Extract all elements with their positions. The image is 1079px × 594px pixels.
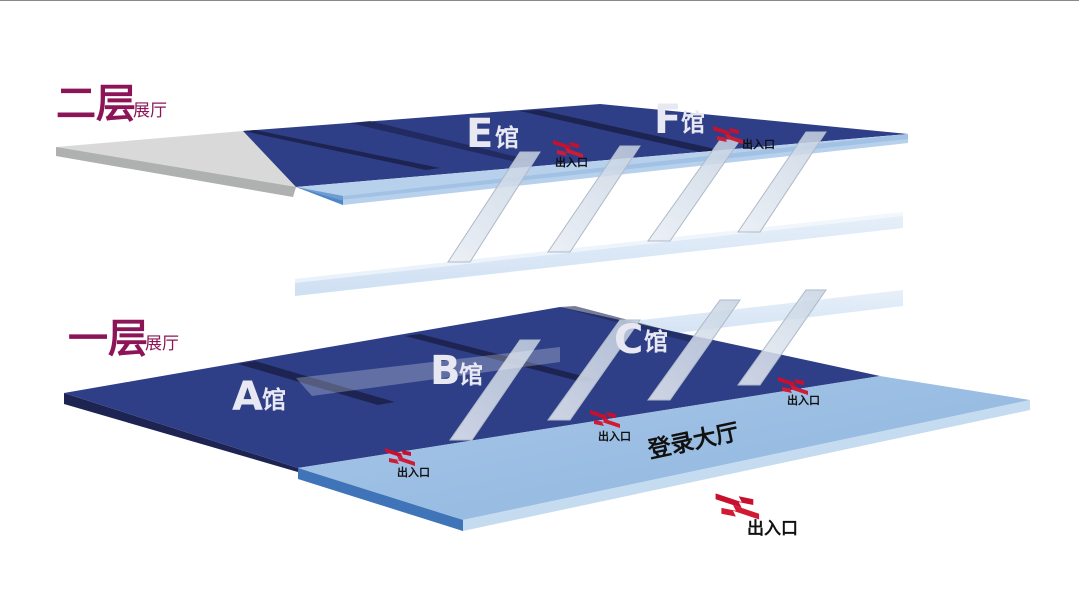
entrance-label: 出入口 [742, 137, 775, 151]
entrance-second-f: 出入口 [713, 126, 775, 151]
hall-b-letter: B [430, 348, 461, 394]
floor-label-first-small: 展厅 [145, 334, 179, 354]
hall-e-letter: E [466, 111, 493, 157]
hall-a-suffix: 馆 [262, 386, 286, 414]
floor-label-first: 一层 展厅 [68, 316, 179, 362]
floor-label-second-small: 展厅 [133, 101, 167, 121]
entrance-label: 出入口 [397, 465, 430, 479]
hall-label-e: E 馆 [466, 111, 519, 157]
floor-label-second-big: 二层 [56, 81, 136, 127]
entrance-arrow-icon [715, 493, 760, 520]
escalator-icon [296, 131, 827, 441]
first-floor-deck [64, 306, 1030, 531]
entrance-main: 出入口 [715, 493, 798, 539]
floor-label-second: 二层 展厅 [56, 81, 167, 127]
hall-label-c: C 馆 [614, 317, 668, 363]
entrance-label: 出入口 [747, 518, 798, 539]
second-floor-deck [56, 104, 908, 205]
entrance-label: 出入口 [598, 429, 631, 443]
hall-label-f: F 馆 [654, 97, 705, 143]
hall-f-suffix: 馆 [681, 109, 705, 137]
entrance-first-b: 出入口 [590, 410, 631, 443]
hall-c-letter: C [614, 317, 643, 363]
hall-a-letter: A [232, 374, 263, 420]
entrance-first-c: 出入口 [778, 377, 820, 407]
entrance-second-e: 出入口 [553, 140, 588, 169]
entrance-label: 出入口 [787, 393, 820, 407]
hall-f-letter: F [654, 97, 681, 143]
mezzanine-glass-slab-upper [295, 212, 903, 296]
hall-c-suffix: 馆 [644, 328, 668, 356]
hall-e-suffix: 馆 [495, 124, 519, 152]
entrance-first-a: 出入口 [385, 448, 430, 479]
hall-label-b: B 馆 [430, 348, 483, 394]
entrance-label: 出入口 [555, 155, 588, 169]
top-border [0, 0, 1079, 1]
hall-label-a: A 馆 [232, 374, 286, 420]
hall-b-suffix: 馆 [459, 361, 483, 389]
floor-label-first-big: 一层 [68, 316, 148, 362]
